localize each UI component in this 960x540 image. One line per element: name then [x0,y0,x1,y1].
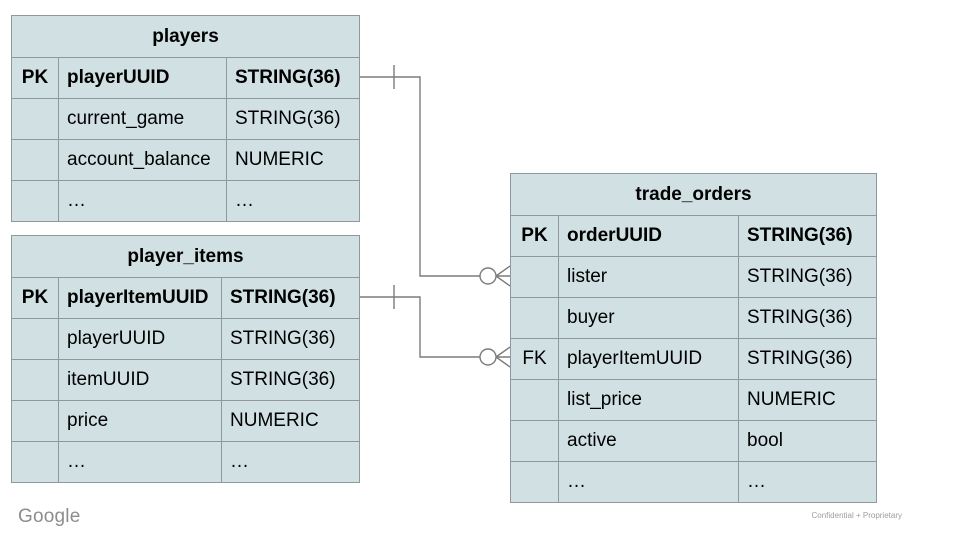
relationship-player-items-to-trade-orders [360,285,511,368]
player-items-type-cell: … [221,442,359,482]
trade-orders-key-cell: FK [522,348,547,369]
player-items-field-cell: price [58,401,221,441]
trade-orders-key-cell [511,380,558,420]
trade-orders-type-cell: STRING(36) [738,216,876,256]
player-items-key-cell [12,360,58,400]
players-type-cell: STRING(36) [226,58,359,98]
cardinality-zero-circle-icon [479,267,497,285]
player-items-type-cell: NUMERIC [221,401,359,441]
confidential-note: Confidential + Proprietary [811,511,903,520]
relationship-players-to-trade-orders [360,65,511,287]
player-items-field-cell: itemUUID [58,360,221,400]
trade-orders-field-cell: lister [558,257,738,297]
players-type-cell: … [226,181,359,221]
player-items-type-cell: STRING(36) [221,319,359,359]
player-items-table-title: player_items [127,245,244,267]
players-type-cell: STRING(36) [226,99,359,139]
trade-orders-type-cell: bool [738,421,876,461]
trade-orders-key-cell [511,421,558,461]
trade-orders-field-cell: buyer [558,298,738,338]
player-items-field-cell: playerItemUUID [58,278,221,318]
player-items-field-cell: playerUUID [58,319,221,359]
cardinality-zero-circle-icon [479,348,497,366]
trade-orders-field-cell: list_price [558,380,738,420]
trade-orders-type-cell: STRING(36) [738,298,876,338]
players-key-cell [12,181,58,221]
players-table-title: players [152,25,219,47]
trade-orders-key-cell: PK [521,225,548,246]
trade-orders-type-cell: NUMERIC [738,380,876,420]
players-field-cell: current_game [58,99,226,139]
trade-orders-field-cell: active [558,421,738,461]
player-items-key-cell [12,442,58,482]
players-type-cell: NUMERIC [226,140,359,180]
trade-orders-key-cell [511,257,558,297]
trade-orders-type-cell: … [738,462,876,502]
trade-orders-table-title: trade_orders [635,183,752,205]
players-key-cell [12,99,58,139]
player-items-row-etc: …… [12,441,359,482]
player-items-field-cell: … [58,442,221,482]
connector-line [360,76,480,277]
connector-line [360,296,480,358]
trade-orders-field-cell: playerItemUUID [558,339,738,379]
player-items-key-cell: PK [21,287,49,308]
cardinality-many-crowfoot-icon [495,346,511,368]
trade-orders-row-etc: …… [511,461,876,502]
trade-orders-type-cell: STRING(36) [738,339,876,379]
google-logo: Google [18,506,81,527]
players-field-cell: playerUUID [58,58,226,98]
players-field-cell: account_balance [58,140,226,180]
player-items-key-cell [12,319,58,359]
players-row-etc: …… [12,180,359,221]
players-key-cell [12,140,58,180]
trade-orders-field-cell: … [558,462,738,502]
player-items-type-cell: STRING(36) [221,278,359,318]
players-key-cell: PK [21,67,49,88]
trade-orders-type-cell: STRING(36) [738,257,876,297]
players-field-cell: … [58,181,226,221]
player-items-type-cell: STRING(36) [221,360,359,400]
trade-orders-field-cell: orderUUID [558,216,738,256]
player-items-key-cell [12,401,58,441]
trade-orders-key-cell [511,462,558,502]
trade-orders-key-cell [511,298,558,338]
cardinality-many-crowfoot-icon [495,265,511,287]
